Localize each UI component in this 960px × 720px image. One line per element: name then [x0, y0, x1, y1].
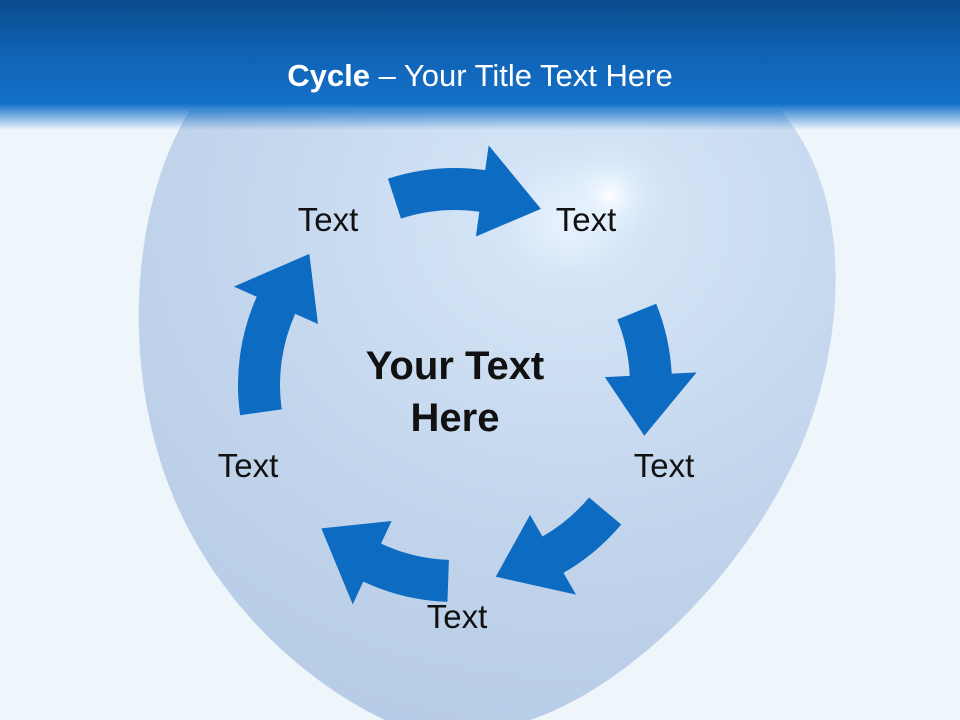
balloon-shape — [138, 110, 836, 720]
cycle-arrow-top — [387, 145, 541, 237]
node-label-bottom: Text — [426, 598, 488, 635]
title-bar — [0, 0, 960, 130]
title-bold: Cycle — [287, 58, 370, 93]
cycle-arrow-right — [604, 303, 697, 436]
node-label-left: Text — [217, 447, 279, 484]
center-text-line2: Here — [410, 396, 500, 440]
cycle-arrow-bottom-left — [321, 520, 449, 605]
balloon-shine — [550, 140, 670, 250]
center-text: Your Text Here — [330, 340, 580, 444]
cycle-arrow-left — [233, 253, 318, 416]
node-label-right: Text — [633, 447, 695, 484]
slide-title: Cycle – Your Title Text Here — [0, 56, 960, 96]
cycle-arrow-bottom-right — [495, 497, 622, 595]
node-label-top-right: Text — [555, 201, 617, 238]
node-label-top-left: Text — [297, 201, 359, 238]
title-rest: – Your Title Text Here — [370, 58, 673, 93]
center-text-line1: Your Text — [365, 344, 545, 388]
